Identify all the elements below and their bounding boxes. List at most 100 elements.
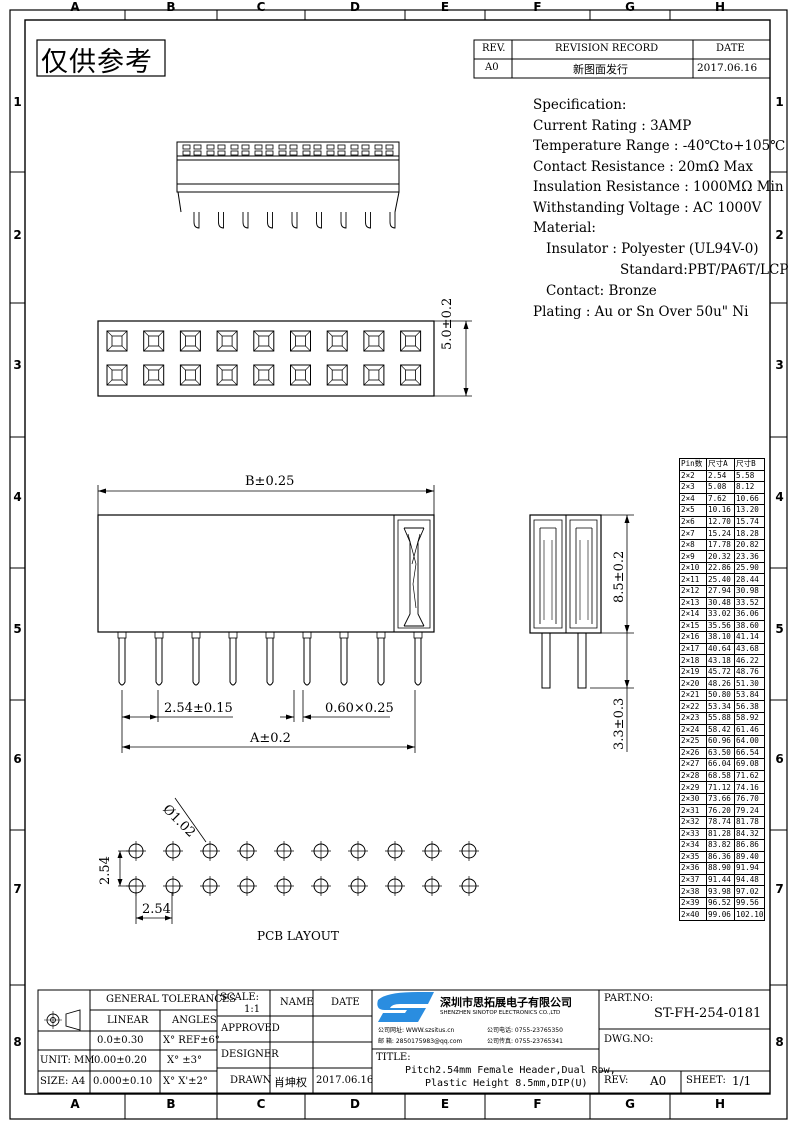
plan-cavity-inner bbox=[368, 369, 380, 381]
plan-cavity bbox=[179, 364, 201, 386]
table-cell: 2×29 bbox=[679, 781, 707, 794]
general-tolerances: GENERAL TOLERANCES bbox=[106, 994, 237, 1005]
zone-row-6: 6 bbox=[13, 752, 22, 766]
drawn-name: 肖坤权 bbox=[274, 1076, 307, 1089]
dim-pitch: 2.54±0.15 bbox=[164, 701, 233, 716]
table-cell: 78.74 bbox=[706, 815, 735, 829]
table-cell: 2×19 bbox=[679, 665, 707, 679]
plan-cavity bbox=[326, 364, 348, 386]
sheet-value: 1/1 bbox=[732, 1074, 752, 1088]
table-cell: 2×22 bbox=[679, 700, 707, 714]
plan-cavity-inner bbox=[368, 335, 380, 347]
zone-col-d-bottom: D bbox=[350, 1097, 360, 1111]
plan-cavity bbox=[363, 364, 385, 386]
table-cell: 71.12 bbox=[706, 781, 735, 794]
zone-row-8-right: 8 bbox=[775, 1035, 784, 1049]
table-cell: 2×15 bbox=[679, 619, 707, 633]
top-cavity bbox=[326, 144, 335, 150]
front-pin bbox=[229, 638, 237, 686]
top-cavity bbox=[350, 144, 359, 150]
table-cell: 71.62 bbox=[733, 769, 766, 783]
plan-cavity bbox=[363, 330, 385, 352]
zone-row-5-right: 5 bbox=[775, 622, 784, 636]
dim-height: 8.5±0.2 bbox=[612, 550, 627, 603]
sheet-label: SHEET: bbox=[686, 1075, 726, 1086]
table-cell: 18.28 bbox=[733, 527, 766, 540]
front-pin bbox=[377, 638, 385, 686]
dim-width: 5.0±0.2 bbox=[440, 297, 455, 350]
plan-cavity-inner bbox=[111, 369, 123, 381]
plan-cavity-inner bbox=[148, 335, 160, 347]
zone-row-1: 1 bbox=[13, 95, 22, 109]
table-cell: 76.70 bbox=[733, 792, 766, 806]
plan-cavity-inner bbox=[221, 335, 233, 347]
table-cell: 2×37 bbox=[679, 873, 707, 887]
table-cell: 2×25 bbox=[679, 735, 707, 748]
front-pin bbox=[155, 638, 163, 686]
table-cell: 2×34 bbox=[679, 839, 707, 852]
top-cavity bbox=[385, 144, 394, 150]
company-email: 邮 箱: 2850175983@qq.com bbox=[378, 1038, 463, 1045]
table-cell: 2×40 bbox=[679, 908, 707, 921]
table-cell: 69.08 bbox=[733, 758, 766, 771]
plan-cavity-inner bbox=[221, 369, 233, 381]
front-pin bbox=[192, 638, 200, 686]
angles-header: ANGLES bbox=[172, 1015, 217, 1026]
table-cell: 2×7 bbox=[679, 527, 707, 540]
top-cavity bbox=[337, 144, 346, 150]
table-cell: 53.84 bbox=[733, 688, 766, 702]
top-cavity bbox=[230, 144, 239, 150]
rev-value: A0 bbox=[485, 62, 499, 73]
table-cell: 2×27 bbox=[679, 758, 707, 771]
revision-date: 2017.06.16 bbox=[697, 62, 758, 74]
front-pin bbox=[340, 638, 348, 686]
top-pin bbox=[218, 212, 224, 229]
table-cell: 53.34 bbox=[706, 700, 735, 714]
table-cell: 56.38 bbox=[733, 700, 766, 714]
table-cell: 88.90 bbox=[706, 862, 735, 875]
spec-plating: Plating : Au or Sn Over 50u" Ni bbox=[533, 304, 749, 320]
table-cell: 83.82 bbox=[706, 839, 735, 852]
plan-cavity-inner bbox=[148, 369, 160, 381]
table-cell: 2×3 bbox=[679, 481, 707, 494]
top-cavity bbox=[193, 150, 202, 156]
top-cavity bbox=[289, 150, 298, 156]
table-cell: 94.48 bbox=[733, 873, 766, 887]
table-cell: 81.78 bbox=[733, 815, 766, 829]
table-cell: 2×39 bbox=[679, 896, 707, 910]
table-cell: 55.88 bbox=[706, 712, 735, 725]
dim-b: B±0.25 bbox=[245, 474, 295, 489]
table-cell: 99.56 bbox=[733, 896, 766, 910]
top-pin bbox=[242, 212, 249, 229]
dim-tail: 3.3±0.3 bbox=[612, 697, 627, 750]
plan-cavity-inner bbox=[184, 369, 196, 381]
angle-tol-3: X° X'±2° bbox=[163, 1076, 208, 1087]
top-cavity bbox=[217, 150, 226, 156]
top-cavity bbox=[278, 150, 287, 156]
tolerance-1: 0.0±0.30 bbox=[97, 1035, 144, 1046]
table-cell: 38.60 bbox=[733, 619, 766, 633]
table-cell: 86.86 bbox=[733, 839, 766, 852]
zone-col-e: E bbox=[440, 0, 450, 14]
zone-col-g-bottom: G bbox=[625, 1097, 635, 1111]
top-pin bbox=[267, 212, 273, 229]
table-cell: 43.68 bbox=[733, 642, 766, 656]
table-cell: 8.12 bbox=[733, 481, 766, 494]
table-cell: 43.18 bbox=[706, 654, 735, 667]
top-cavity bbox=[302, 150, 311, 156]
company-fax: 公司传真: 0755-23765341 bbox=[487, 1038, 563, 1045]
plan-cavity bbox=[400, 364, 422, 386]
spec-title: Specification: bbox=[533, 97, 627, 113]
name-header: NAME bbox=[280, 997, 314, 1008]
plan-cavity bbox=[179, 330, 201, 352]
